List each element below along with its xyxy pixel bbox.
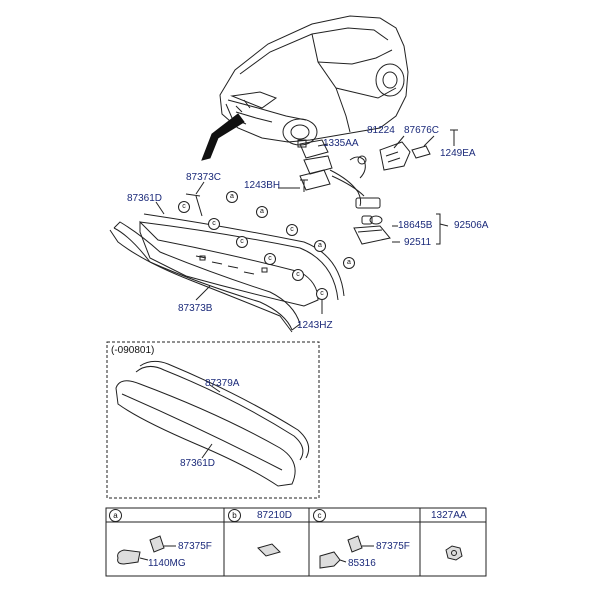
table-header-1327AA: 1327AA (431, 510, 467, 521)
callout-c: c (178, 201, 190, 213)
label-87379A: 87379A (205, 378, 240, 389)
label-87361D-bottom: 87361D (180, 458, 216, 469)
label-1335AA: 1335AA (323, 138, 359, 149)
label-87676C: 87676C (404, 125, 440, 136)
label-18645B: 18645B (398, 220, 433, 231)
callout-c: c (236, 236, 248, 248)
callout-c: c (292, 269, 304, 281)
parts-table-grid (105, 507, 487, 577)
variant-box (106, 341, 320, 499)
label-92511: 92511 (404, 237, 432, 248)
table-label-87375F-c: 87375F (376, 541, 410, 552)
label-87361D-top: 87361D (127, 193, 163, 204)
table-label-1140MG: 1140MG (148, 558, 186, 569)
label-92506A: 92506A (454, 220, 489, 231)
table-label-85316: 85316 (348, 558, 376, 569)
label-1249EA: 1249EA (440, 148, 476, 159)
leader-arrow (201, 113, 245, 161)
license-lamp-assembly (297, 129, 458, 245)
trim-garnish (109, 181, 345, 333)
label-87373C: 87373C (186, 172, 222, 183)
label-1243HZ: 1243HZ (297, 320, 333, 331)
table-header-c: c (313, 509, 326, 522)
table-label-87375F-a: 87375F (178, 541, 212, 552)
callout-c: c (264, 253, 276, 265)
label-81224: 81224 (367, 125, 395, 136)
callout-c: c (208, 218, 220, 230)
variant-garnish (115, 360, 310, 487)
table-header-b: b (228, 509, 241, 522)
label-87373B: 87373B (178, 303, 213, 314)
callout-a: a (343, 257, 355, 269)
table-header-87210D: 87210D (257, 510, 293, 521)
callout-c: c (286, 224, 298, 236)
table-header-a: a (109, 509, 122, 522)
label-1243BH: 1243BH (244, 180, 281, 191)
variant-date-range: (-090801) (111, 345, 155, 356)
car-illustration (219, 15, 409, 146)
callout-c: c (316, 288, 328, 300)
callout-a: a (314, 240, 326, 252)
callout-a: a (256, 206, 268, 218)
callout-a: a (226, 191, 238, 203)
table-part-icons (117, 535, 463, 569)
